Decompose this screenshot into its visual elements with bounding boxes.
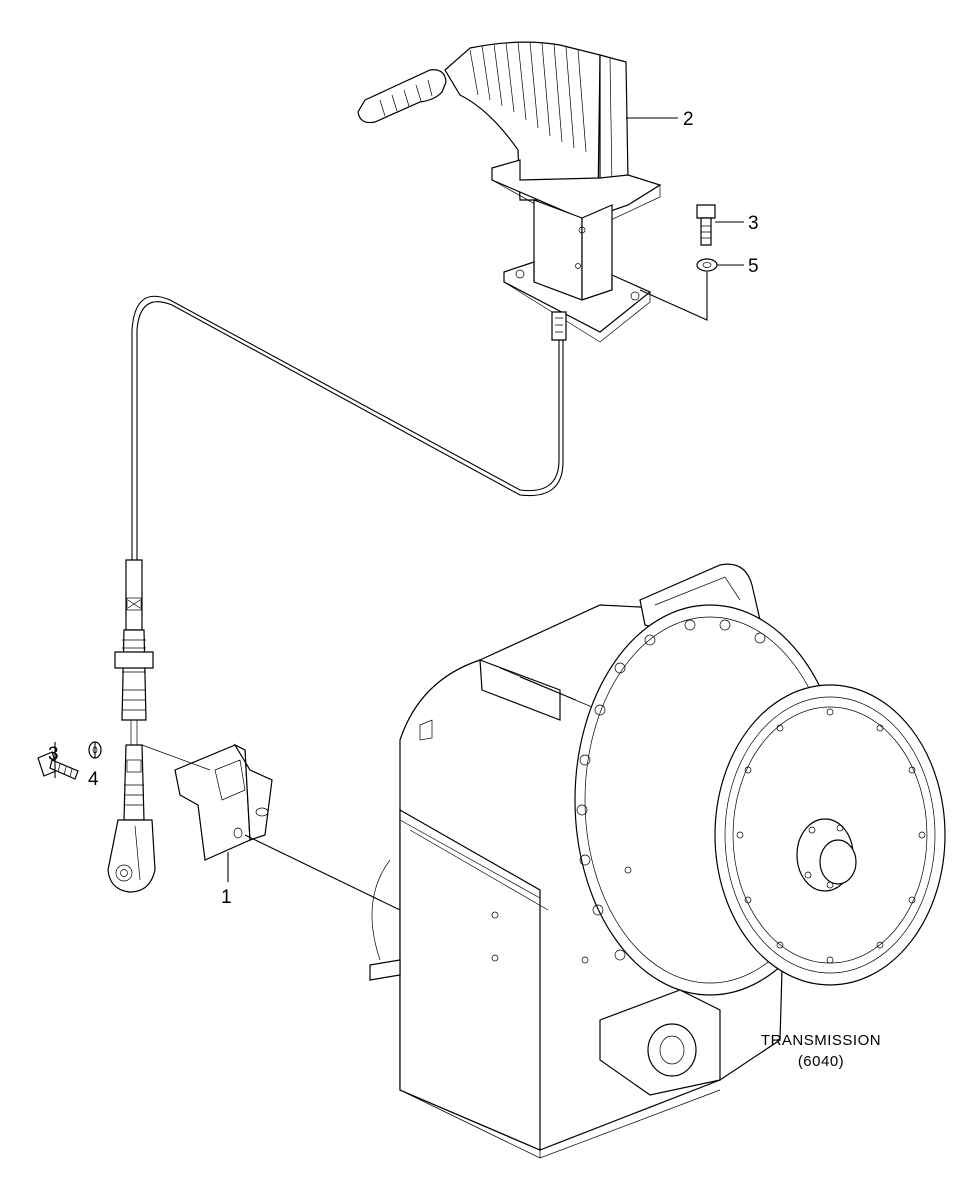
caption-model: (6040) [798,1053,844,1070]
leader-lines [54,117,744,911]
callout-2: 2 [683,109,694,130]
transmission-housing [369,563,946,1159]
callout-3-top: 3 [748,213,759,234]
washer-top [696,258,718,272]
callout-5: 5 [748,256,759,277]
callout-1: 1 [221,887,232,908]
cable-bracket [141,743,273,861]
callout-3-left: 3 [48,744,59,765]
control-cable [107,295,564,893]
caption-transmission: TRANSMISSION [761,1032,881,1049]
bolt-left [37,751,79,780]
bolt-top [696,204,716,246]
callout-4: 4 [88,769,99,790]
shift-lever-assembly [357,41,662,343]
